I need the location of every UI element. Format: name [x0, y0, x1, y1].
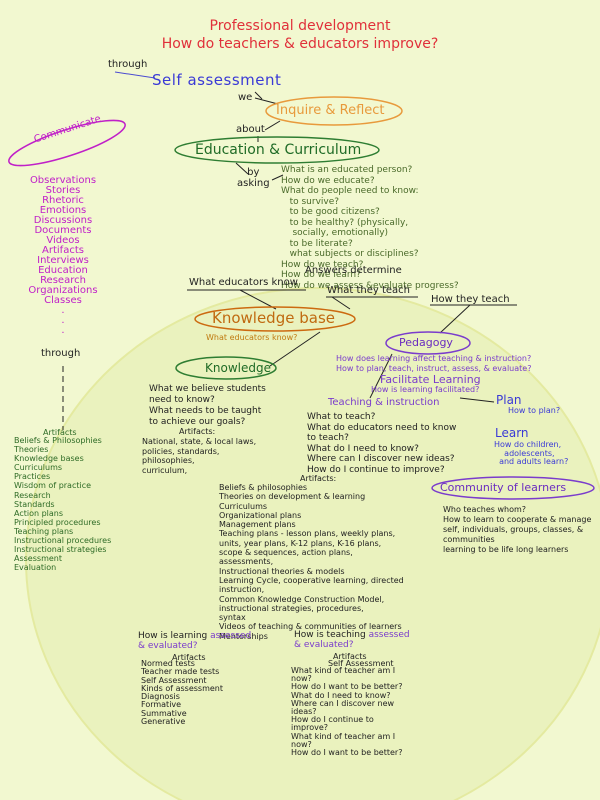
knowledge-title: Knowledge: [205, 361, 271, 375]
teaching-questions: What to teach? What do educators need to…: [307, 412, 457, 475]
teaching-title: Teaching & instruction: [328, 397, 440, 408]
teaching-assessed-q: How is teaching assessed: [294, 631, 410, 640]
learning-assessed-q-word: assessed: [210, 631, 252, 641]
line-how-pedagogy: [439, 304, 471, 334]
learning-artifacts-title: Artifacts: [172, 653, 206, 662]
line-we-inquire: [254, 97, 279, 105]
facilitate-q: How is learning facilitated?: [371, 385, 480, 394]
teaching-assessed-q-text: How is teaching: [294, 630, 369, 640]
teaching-artifacts: Beliefs & philosophies Theories on devel…: [219, 483, 404, 641]
what-educators-know: What educators know: [189, 277, 298, 288]
about-label: about: [236, 124, 265, 135]
communicate-item: Rhetoric: [42, 195, 84, 206]
learn-q: How do children, adolescents, and adults…: [494, 440, 569, 466]
learning-assessed-q: How is learning assessed: [138, 632, 251, 641]
plan-title: Plan: [496, 393, 522, 407]
communicate-item: Interviews: [37, 255, 89, 266]
knowledge-base-title: Knowledge base: [212, 309, 335, 327]
education-questions: What is an educated person? How do we ed…: [281, 165, 459, 291]
communicate-item: Education: [38, 265, 88, 276]
line-facil-plan: [459, 397, 495, 403]
communicate-item: Classes: [44, 295, 82, 306]
what-they-teach: What they teach: [327, 285, 410, 296]
knowledge-oval: [175, 356, 277, 380]
communicate-item: Observations: [29, 175, 97, 186]
title-line2: How do teachers & educators improve?: [161, 36, 439, 52]
line-asking-questions: [271, 174, 284, 181]
line-kb-knowledge: [269, 331, 321, 367]
learning-evaluated: & evaluated?: [138, 641, 198, 651]
pedagogy-oval: [385, 331, 471, 355]
communicate-item: Research: [40, 275, 86, 286]
teaching-artifacts-title-2: Artifacts: [333, 652, 367, 661]
community-text: Who teaches whom? How to learn to cooper…: [443, 505, 592, 554]
line-teach-kb: [331, 296, 351, 310]
communicate-item: .: [61, 315, 65, 326]
communicate-item: Artifacts: [42, 245, 84, 256]
through-label: through: [108, 59, 148, 70]
pedagogy-questions: How does learning affect teaching & inst…: [336, 354, 532, 373]
teaching-assessed-q-word: assessed: [368, 630, 410, 640]
we-label: we: [238, 92, 253, 103]
communicate-item: .: [61, 305, 65, 316]
line-ped-facil: [369, 353, 393, 399]
communicate-item: Stories: [45, 185, 81, 196]
line-through-self: [114, 71, 156, 79]
community-oval: [431, 476, 595, 500]
teaching-self-assessment: Self Assessment: [328, 659, 394, 668]
line-self-we: [254, 91, 263, 100]
inquire-oval: [265, 96, 403, 126]
communicate-item: Documents: [34, 225, 92, 236]
knowledge-artifacts: National, state, & local laws, policies,…: [142, 437, 257, 475]
education-curriculum: Education & Curriculum: [195, 142, 362, 158]
title-line1: Professional development: [209, 18, 391, 34]
communicate-item: Emotions: [39, 205, 87, 216]
plan-q: How to plan?: [508, 406, 561, 415]
teaching-evaluated: & evaluated?: [294, 640, 354, 650]
communicate-item: Organizations: [28, 285, 98, 296]
through-label-2: through: [41, 348, 81, 359]
facilitate-learning: Facilitate Learning: [380, 373, 481, 386]
inquire-reflect: Inquire & Reflect: [276, 103, 385, 118]
learn-title: Learn: [495, 426, 529, 440]
knowledge-questions: What we believe students need to know? W…: [149, 384, 266, 427]
teaching-artifacts-title: Artifacts:: [300, 474, 337, 483]
answers-determine: Answers determine: [305, 265, 402, 276]
line-inquire-about: [264, 120, 281, 131]
learning-assessed-q-text: How is learning: [138, 631, 211, 641]
line-edu-asking: [235, 162, 249, 175]
communicate-item: Videos: [46, 235, 80, 246]
communicate-item: Discussions: [33, 215, 93, 226]
self-assessment: Self assessment: [152, 71, 282, 89]
edu-oval: [174, 136, 380, 164]
left-artifacts-list: Beliefs & Philosophies Theories Knowledg…: [14, 436, 112, 573]
knowledge-artifacts-title: Artifacts:: [179, 427, 216, 436]
line-know-kb: [239, 289, 277, 310]
big-oval: [25, 287, 600, 800]
learning-artifacts-list: Normed tests Teacher made tests Self Ass…: [141, 659, 223, 727]
pedagogy-title: Pedagogy: [399, 336, 453, 349]
left-artifacts-title: Artifacts: [43, 428, 77, 437]
teaching-assessed-list: What kind of teacher am I now? How do I …: [291, 666, 403, 758]
knowledge-base-sub: What educators know?: [206, 333, 298, 342]
how-they-teach: How they teach: [431, 294, 510, 305]
communicate-oval: [8, 119, 126, 167]
community-title: Community of learners: [440, 481, 567, 494]
communicate-item: .: [61, 325, 65, 336]
by-asking: by asking: [237, 167, 270, 189]
kb-oval: [194, 306, 356, 332]
